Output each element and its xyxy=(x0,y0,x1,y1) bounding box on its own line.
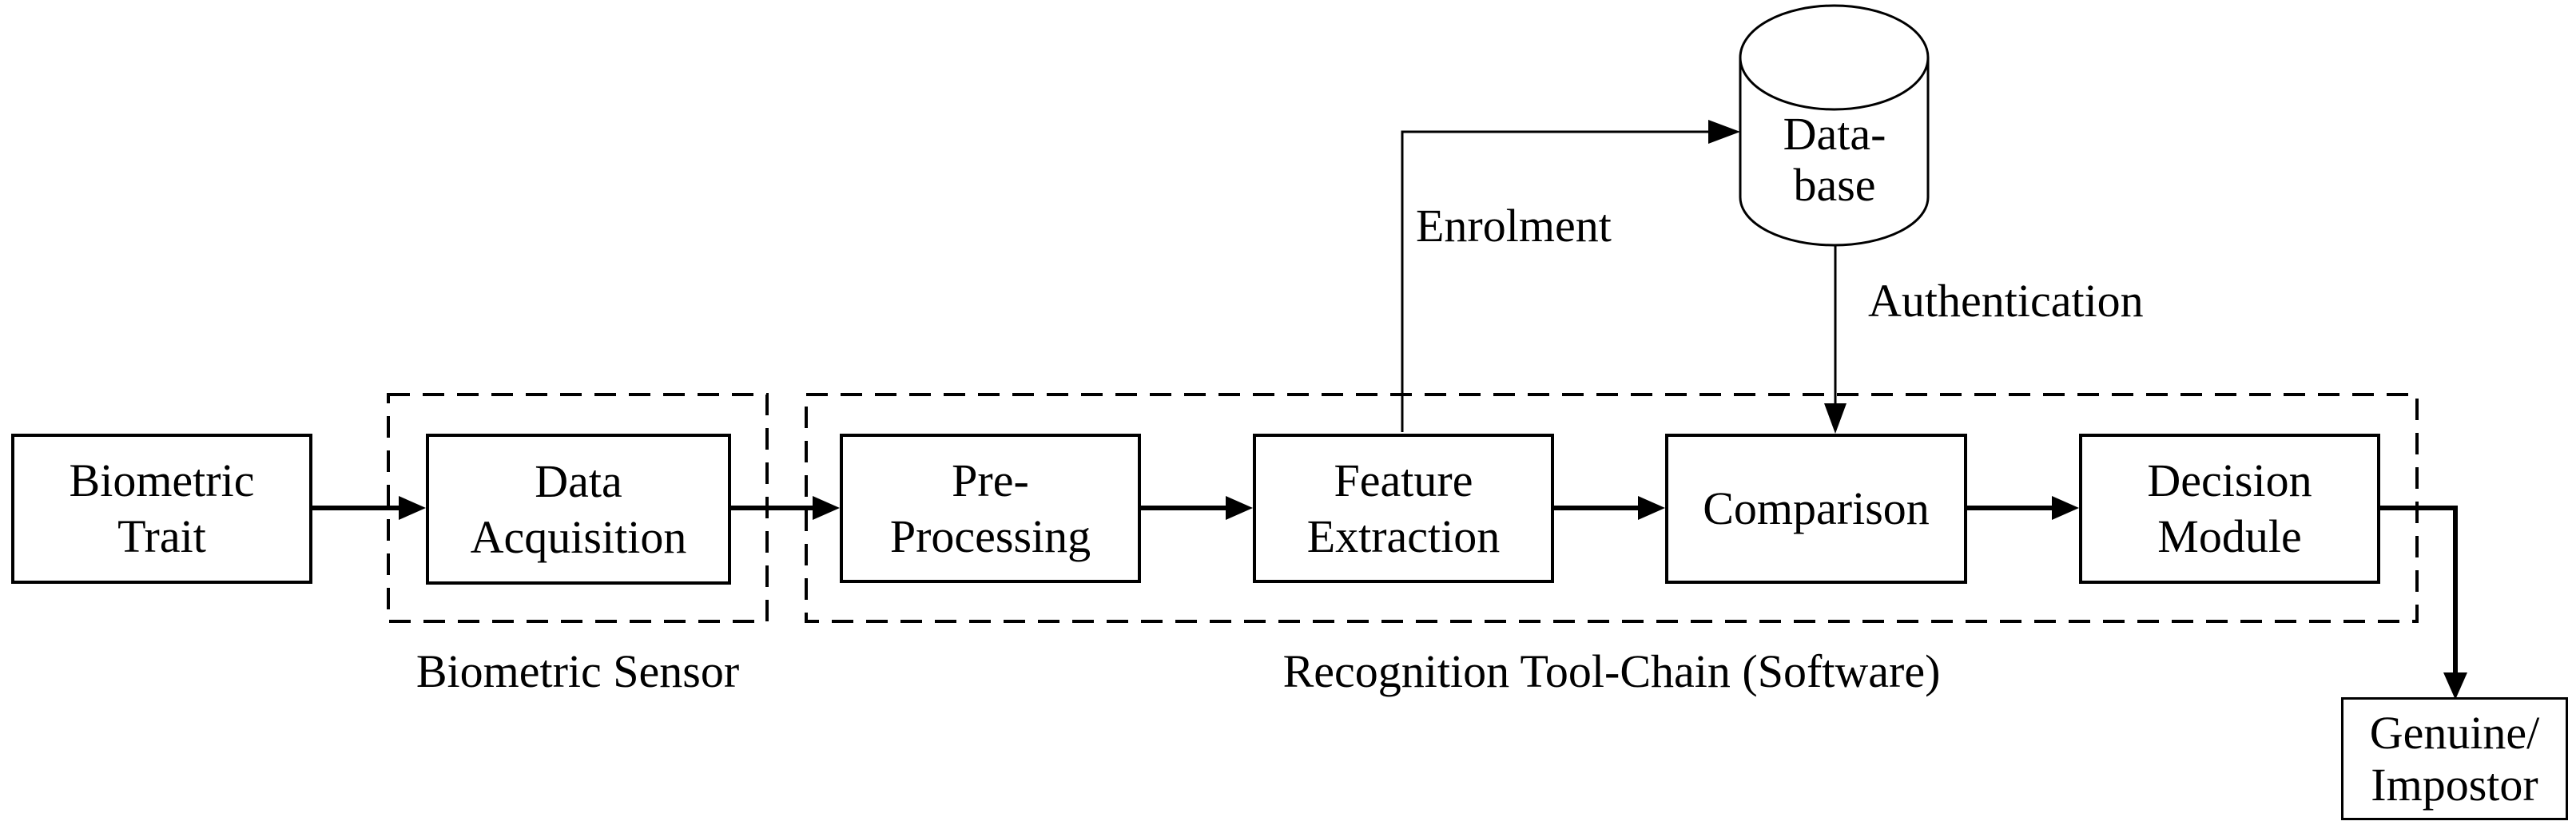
box-biometric-trait-line1: Biometric xyxy=(69,454,255,506)
enrolment-edge-label: Enrolment xyxy=(1416,200,1612,252)
box-pre-processing-line1: Pre- xyxy=(952,454,1029,506)
box-data-acquisition: Data Acquisition xyxy=(426,434,731,585)
box-feature-extraction-line1: Feature xyxy=(1334,454,1473,506)
box-biometric-trait: Biometric Trait xyxy=(11,434,312,584)
box-data-acquisition-line2: Acquisition xyxy=(470,510,687,563)
box-pre-processing-line2: Processing xyxy=(889,510,1091,562)
box-feature-extraction: Feature Extraction xyxy=(1253,434,1554,583)
arrow-enrolment xyxy=(1401,120,1740,432)
box-decision-module-line2: Module xyxy=(2157,510,2302,562)
arrow-feature-to-comparison xyxy=(1552,496,1665,520)
arrow-acquisition-to-preprocessing xyxy=(729,496,840,520)
box-biometric-trait-line2: Trait xyxy=(117,510,206,562)
box-feature-extraction-line2: Extraction xyxy=(1306,510,1501,562)
arrow-trait-to-acquisition xyxy=(311,496,426,520)
box-data-acquisition-line1: Data xyxy=(535,454,622,507)
database-label-line1: Data- xyxy=(1783,108,1886,160)
arrow-decision-to-result xyxy=(2379,506,2467,700)
box-pre-processing: Pre- Processing xyxy=(840,434,1141,583)
arrow-preprocessing-to-feature xyxy=(1140,496,1253,520)
database-cylinder-shape xyxy=(1739,4,1930,247)
box-genuine-impostor: Genuine/ Impostor xyxy=(2341,697,2568,820)
box-comparison-line1: Comparison xyxy=(1703,482,1930,534)
authentication-edge-label: Authentication xyxy=(1868,275,2144,327)
arrow-authentication xyxy=(1824,244,1847,434)
box-decision-module: Decision Module xyxy=(2079,434,2380,584)
database-label-line2: base xyxy=(1793,159,1876,211)
arrow-comparison-to-decision xyxy=(1966,496,2079,520)
box-genuine-impostor-line2: Impostor xyxy=(2371,759,2538,811)
box-comparison: Comparison xyxy=(1665,434,1967,584)
box-genuine-impostor-line1: Genuine/ xyxy=(2369,707,2540,759)
recognition-toolchain-caption: Recognition Tool-Chain (Software) xyxy=(1282,645,1941,697)
biometric-sensor-caption: Biometric Sensor xyxy=(415,645,740,697)
database-label: Data- base xyxy=(1740,109,1929,211)
box-decision-module-line1: Decision xyxy=(2147,454,2312,506)
